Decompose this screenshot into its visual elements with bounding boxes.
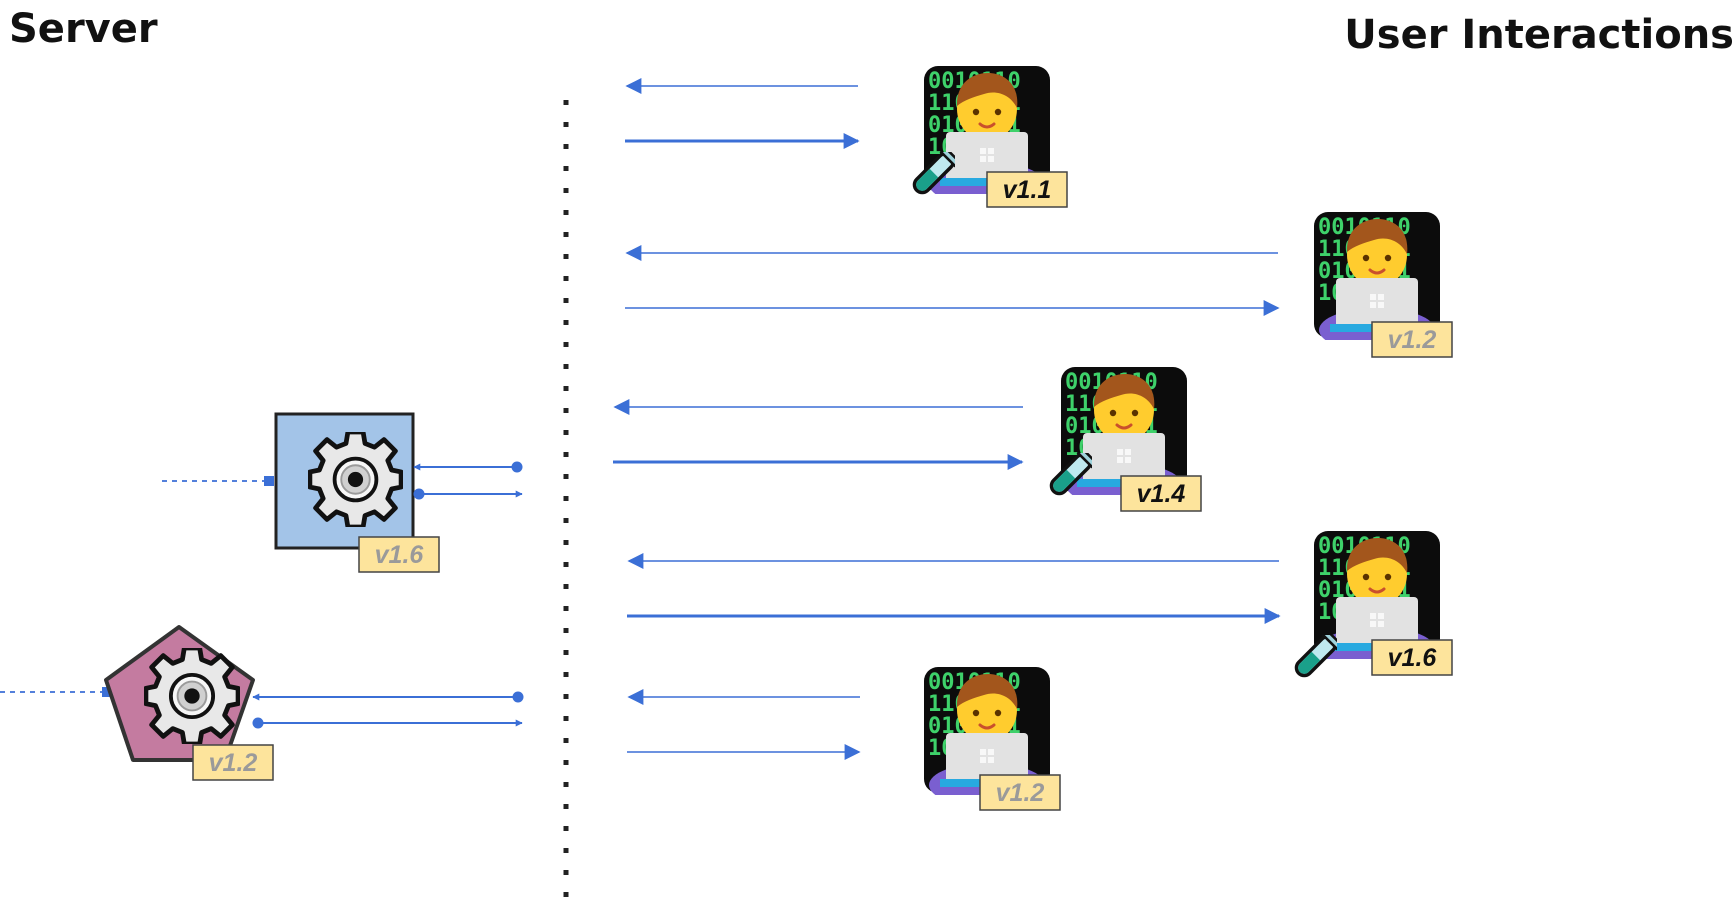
- interaction-arrows: [613, 78, 1281, 760]
- user-interactions-heading: User Interactions: [1344, 12, 1734, 58]
- server-heading: Server: [9, 6, 158, 52]
- service-square-version-badge: v1.6: [358, 536, 440, 573]
- user-client-3[interactable]: v1.4: [1044, 365, 1202, 512]
- svg-text:v1.2: v1.2: [209, 749, 258, 777]
- user-client-5[interactable]: v1.2: [922, 665, 1061, 811]
- user-client-4[interactable]: v1.6: [1289, 529, 1453, 683]
- service-pentagon[interactable]: [0, 625, 524, 762]
- service-pentagon-version-badge: v1.2: [192, 744, 274, 781]
- user-1-version: v1.1: [1003, 176, 1052, 204]
- user-2-version: v1.2: [1388, 326, 1437, 354]
- user-3-version: v1.4: [1137, 480, 1186, 508]
- user-5-version: v1.2: [996, 779, 1045, 807]
- user-client-2[interactable]: v1.2: [1312, 210, 1453, 358]
- user-4-version: v1.6: [1388, 644, 1438, 672]
- service-square[interactable]: [162, 412, 523, 550]
- svg-text:v1.6: v1.6: [375, 541, 425, 569]
- user-client-1[interactable]: v1.1: [907, 64, 1068, 208]
